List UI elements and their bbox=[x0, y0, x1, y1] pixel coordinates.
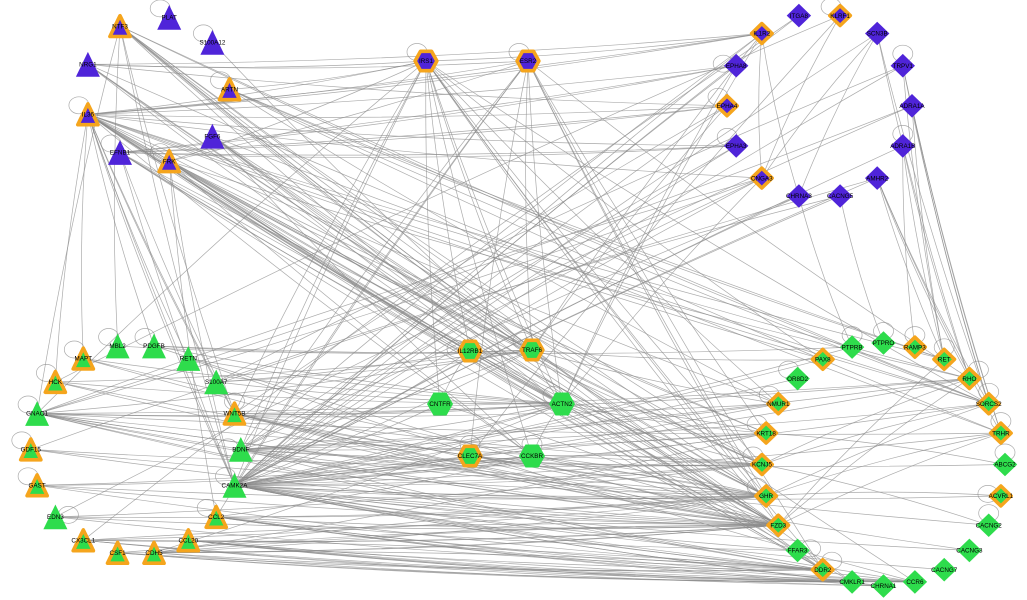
svg-text:CACNG2: CACNG2 bbox=[976, 523, 1003, 530]
svg-text:ACVRL1: ACVRL1 bbox=[989, 493, 1014, 500]
svg-text:CSF1: CSF1 bbox=[110, 550, 127, 557]
svg-text:GNAO1: GNAO1 bbox=[26, 411, 49, 418]
svg-text:GDF15: GDF15 bbox=[21, 447, 42, 454]
svg-text:HCK: HCK bbox=[49, 379, 63, 386]
svg-text:SCN3B: SCN3B bbox=[867, 31, 888, 38]
svg-text:AMHR2: AMHR2 bbox=[866, 175, 889, 182]
svg-text:CHRNA1: CHRNA1 bbox=[871, 583, 897, 590]
svg-text:MBL2: MBL2 bbox=[109, 343, 126, 350]
svg-text:ADRA1B: ADRA1B bbox=[890, 143, 915, 150]
svg-text:KCNJ5: KCNJ5 bbox=[752, 462, 772, 469]
svg-text:ACTN2: ACTN2 bbox=[552, 401, 573, 408]
svg-text:ABCG2: ABCG2 bbox=[994, 462, 1016, 469]
svg-text:FFAR3: FFAR3 bbox=[788, 548, 808, 555]
svg-text:EPHA4: EPHA4 bbox=[717, 103, 738, 110]
svg-text:CCR6: CCR6 bbox=[906, 579, 924, 586]
svg-text:CLEC7A: CLEC7A bbox=[458, 453, 483, 460]
svg-text:CHRNA3: CHRNA3 bbox=[786, 193, 812, 200]
svg-text:ITGA8: ITGA8 bbox=[790, 13, 809, 20]
svg-text:PTPRB: PTPRB bbox=[842, 344, 863, 351]
svg-text:CDH5: CDH5 bbox=[145, 550, 163, 557]
svg-text:S100A7: S100A7 bbox=[205, 379, 228, 386]
svg-text:KRT18: KRT18 bbox=[756, 430, 776, 437]
svg-text:CACNG7: CACNG7 bbox=[931, 567, 958, 574]
svg-text:SORCS2: SORCS2 bbox=[976, 401, 1002, 408]
svg-text:CCL2: CCL2 bbox=[208, 514, 225, 521]
svg-text:EPHA3: EPHA3 bbox=[726, 143, 747, 150]
svg-text:RHO: RHO bbox=[962, 376, 976, 383]
svg-text:PDGFB: PDGFB bbox=[143, 343, 165, 350]
svg-text:CCL20: CCL20 bbox=[178, 538, 198, 545]
svg-text:IL36: IL36 bbox=[82, 112, 95, 119]
svg-text:GAST: GAST bbox=[29, 483, 46, 490]
svg-text:NMUR1: NMUR1 bbox=[767, 401, 790, 408]
svg-text:PLAT: PLAT bbox=[162, 15, 177, 22]
svg-text:S100A12: S100A12 bbox=[199, 40, 225, 47]
svg-text:RET: RET bbox=[938, 357, 951, 364]
svg-text:DDR2: DDR2 bbox=[814, 567, 832, 574]
svg-text:ARTN: ARTN bbox=[221, 87, 238, 94]
svg-text:TRHR: TRHR bbox=[992, 430, 1010, 437]
svg-text:MAPT: MAPT bbox=[75, 356, 93, 363]
svg-text:KLRF1: KLRF1 bbox=[830, 13, 850, 20]
svg-text:FGF6: FGF6 bbox=[204, 133, 221, 140]
svg-text:RETN: RETN bbox=[180, 356, 198, 363]
svg-text:PAX8: PAX8 bbox=[815, 357, 831, 364]
svg-text:RAMP3: RAMP3 bbox=[904, 344, 926, 351]
svg-text:CAMK2A: CAMK2A bbox=[222, 483, 249, 490]
svg-text:BDNF: BDNF bbox=[232, 447, 249, 454]
svg-text:CACNG3: CACNG3 bbox=[956, 548, 983, 555]
svg-text:CX3CL1: CX3CL1 bbox=[71, 538, 95, 545]
svg-text:EDN3: EDN3 bbox=[47, 514, 64, 521]
svg-text:TRPV1: TRPV1 bbox=[893, 63, 914, 70]
svg-text:ESR2: ESR2 bbox=[520, 58, 537, 65]
svg-text:CNTFR: CNTFR bbox=[429, 401, 451, 408]
svg-text:GHR: GHR bbox=[759, 493, 773, 500]
svg-text:NTF3: NTF3 bbox=[112, 23, 128, 30]
svg-text:PTPRO: PTPRO bbox=[873, 340, 895, 347]
svg-text:ADRA1A: ADRA1A bbox=[899, 103, 925, 110]
svg-text:FRK: FRK bbox=[163, 158, 176, 165]
svg-text:CNGA3: CNGA3 bbox=[751, 175, 773, 182]
svg-text:CACNG5: CACNG5 bbox=[827, 193, 854, 200]
svg-text:OR8D2: OR8D2 bbox=[787, 376, 808, 383]
svg-text:IRS1: IRS1 bbox=[419, 58, 433, 65]
svg-text:NRG1: NRG1 bbox=[79, 62, 97, 69]
svg-text:FZD3: FZD3 bbox=[770, 523, 786, 530]
svg-text:IL1R2: IL1R2 bbox=[753, 31, 770, 38]
svg-text:EFNB1: EFNB1 bbox=[110, 150, 131, 157]
svg-text:IL12RB1: IL12RB1 bbox=[458, 348, 483, 355]
svg-text:WNT5B: WNT5B bbox=[223, 411, 245, 418]
svg-text:EPHA8: EPHA8 bbox=[726, 63, 747, 70]
svg-text:TRAF6: TRAF6 bbox=[522, 347, 542, 354]
svg-text:CCKBR: CCKBR bbox=[521, 453, 543, 460]
svg-text:CMKLR1: CMKLR1 bbox=[839, 579, 865, 586]
